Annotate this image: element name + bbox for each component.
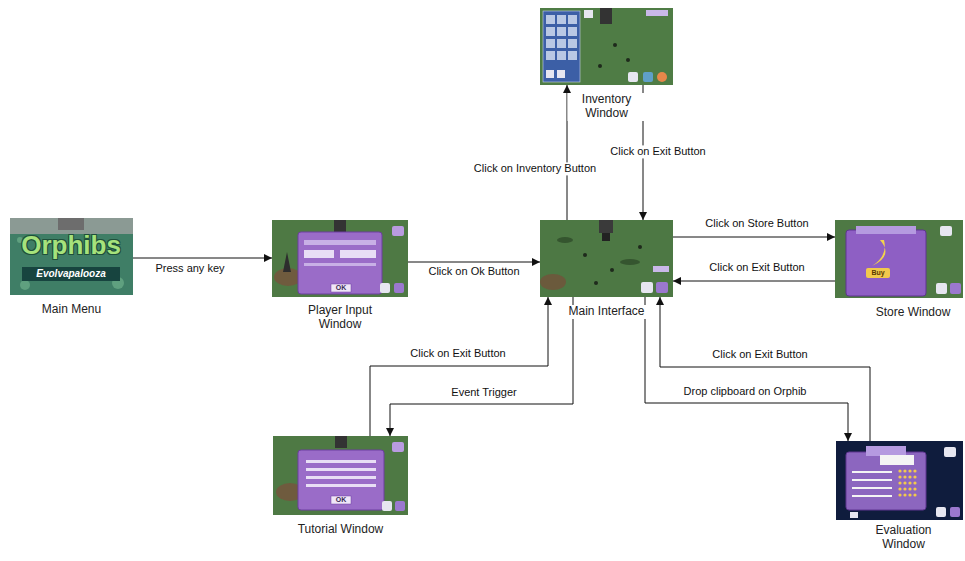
transition-label: Click on Exit Button (408, 347, 507, 360)
transition-arrow (645, 297, 848, 441)
transition-arrow (408, 262, 540, 263)
transition-label: Click on Exit Button (707, 261, 806, 274)
transition-label: Event Trigger (449, 386, 518, 399)
transition-label: Click on Exit Button (710, 348, 809, 361)
screen-node: OrphibsEvolvapaloozaMain Menu (10, 218, 133, 295)
main-menu-screenshot (10, 218, 133, 295)
screen-caption: Store Window (874, 306, 953, 320)
main-interface-screenshot (540, 220, 673, 297)
transition-label: Click on Inventory Button (472, 162, 598, 175)
transition-arrow (673, 281, 835, 282)
button-label: OK (336, 496, 347, 504)
transition-label: Click on Ok Button (426, 265, 521, 278)
screen-node: OKPlayer Input Window (272, 220, 408, 297)
transition-label: Click on Exit Button (608, 145, 707, 158)
transition-arrow (673, 237, 835, 238)
screen-caption: Tutorial Window (296, 523, 386, 537)
transition-label: Drop clipboard on Orphib (682, 385, 809, 398)
screen-node: Evaluation Window (836, 441, 963, 520)
logo-text: Evolvapalooza (36, 268, 105, 280)
inventory-screenshot (540, 8, 673, 85)
button-label: Buy (871, 269, 884, 277)
store-screenshot (835, 220, 963, 298)
screen-caption: Evaluation Window (864, 524, 943, 552)
logo-text: Orphibs (21, 231, 121, 261)
screen-caption: Main Interface (566, 305, 646, 319)
player-input-screenshot (272, 220, 408, 297)
screen-caption: Player Input Window (293, 304, 387, 332)
screen-node: Inventory Window (540, 8, 673, 85)
transition-label: Click on Store Button (703, 217, 810, 230)
screen-caption: Inventory Window (567, 93, 646, 121)
transition-label: Press any key (153, 262, 226, 275)
transition-arrow (660, 297, 870, 441)
transition-arrow (133, 258, 272, 259)
screen-node: BuyStore Window (835, 220, 963, 298)
transition-arrow (370, 297, 548, 436)
evaluation-screenshot (836, 441, 963, 520)
button-label: OK (336, 284, 347, 292)
tutorial-screenshot (273, 436, 408, 515)
screen-node: OKTutorial Window (273, 436, 408, 515)
screen-caption: Main Menu (40, 303, 103, 317)
screen-node: Main Interface (540, 220, 673, 297)
